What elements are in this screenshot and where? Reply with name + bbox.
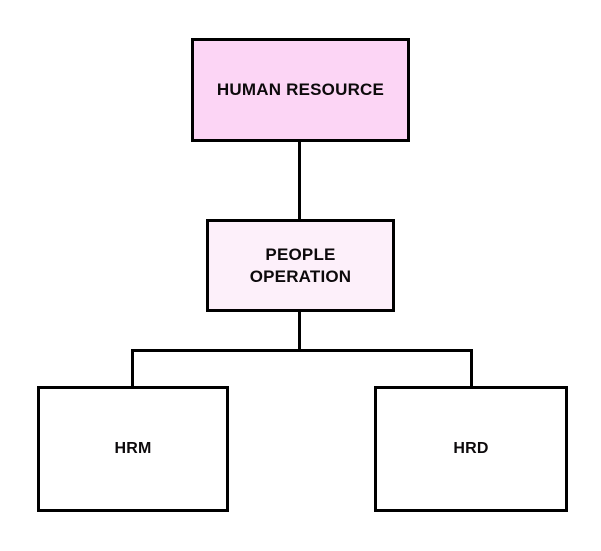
- node-people-operation[interactable]: PEOPLE OPERATION: [206, 219, 395, 312]
- node-human-resource-label: HUMAN RESOURCE: [216, 80, 385, 100]
- node-human-resource[interactable]: HUMAN RESOURCE: [191, 38, 410, 142]
- edge-people-operation-stem: [298, 311, 301, 352]
- edge-branch-bus: [131, 349, 473, 352]
- node-hrm[interactable]: HRM: [37, 386, 229, 512]
- node-hrd[interactable]: HRD: [374, 386, 568, 512]
- node-hrm-label: HRM: [114, 439, 152, 457]
- edge-bus-to-hrm: [131, 349, 134, 387]
- edge-human-resource-to-people-operation: [298, 141, 301, 220]
- node-hrd-label: HRD: [453, 439, 489, 457]
- node-people-operation-label: PEOPLE OPERATION: [249, 244, 352, 286]
- edge-bus-to-hrd: [470, 349, 473, 387]
